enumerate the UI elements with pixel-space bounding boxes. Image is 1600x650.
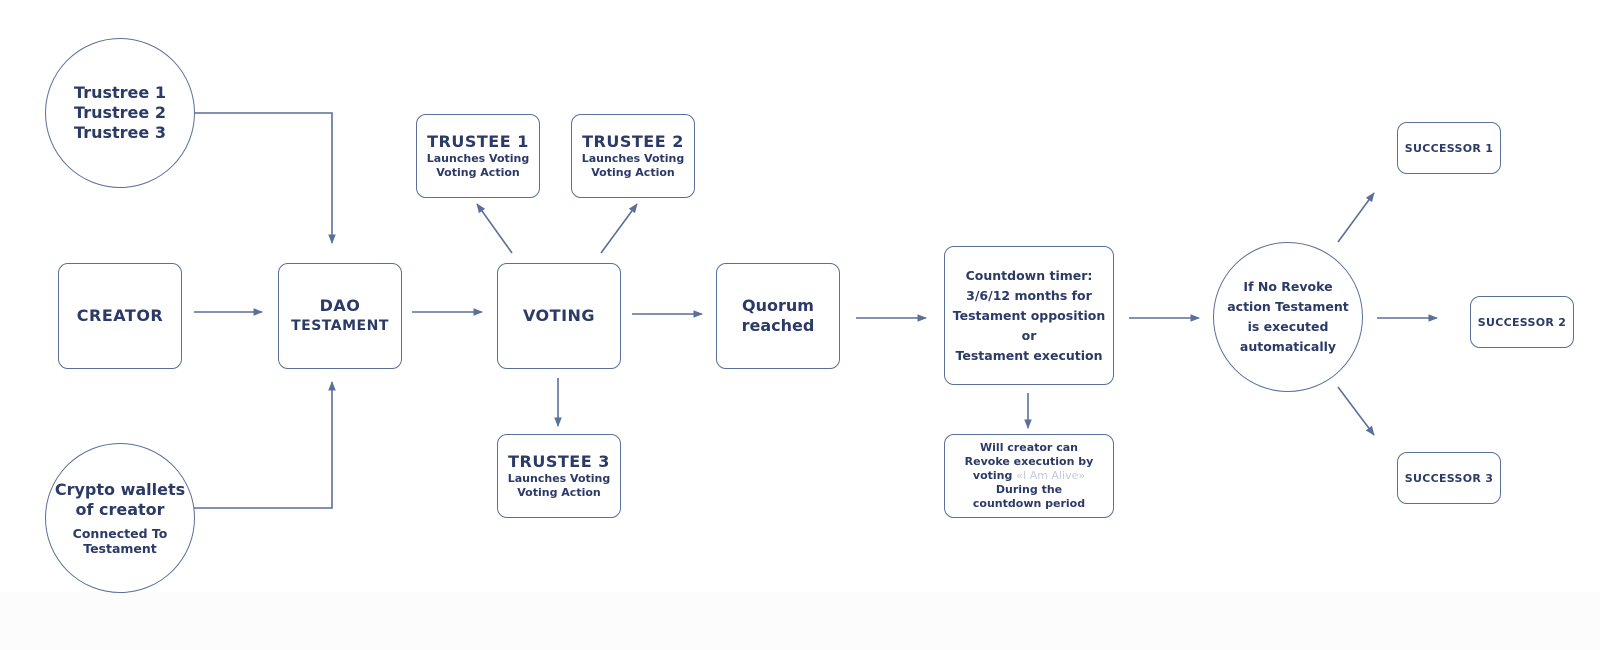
wallets-title-2: of creator	[75, 500, 165, 519]
voting-node[interactable]: VOTING	[497, 263, 621, 369]
trustee3-line-1: Launches Voting	[507, 472, 611, 485]
countdown-line-3: Testament opposition	[952, 307, 1106, 323]
edge-wallets-to-dao	[190, 381, 336, 509]
edge-trustees-to-dao	[190, 112, 336, 244]
revoke-node[interactable]: Will creator can Revoke execution by vot…	[944, 434, 1114, 518]
trustees-circle[interactable]: Trustree 1 Trustree 2 Trustree 3	[45, 38, 195, 188]
auto-line-2: action Testament	[1227, 299, 1349, 314]
bottom-band	[0, 592, 1600, 650]
edge-auto-to-successor1	[1337, 192, 1375, 243]
successor1-node[interactable]: SUCCESSOR 1	[1397, 122, 1501, 174]
dao-label: DAO	[319, 296, 361, 315]
auto-line-3: is executed	[1247, 319, 1329, 334]
successor3-node[interactable]: SUCCESSOR 3	[1397, 452, 1501, 504]
revoke-voting-word: voting	[972, 469, 1013, 482]
creator-label: CREATOR	[76, 306, 164, 325]
revoke-line-5: countdown period	[972, 497, 1086, 510]
countdown-line-2: 3/6/12 months for	[966, 287, 1092, 303]
trustee3-line-2: Voting Action	[517, 486, 601, 499]
quorum-line-2: reached	[741, 316, 815, 335]
trustee1-line-2: Voting Action	[436, 166, 520, 179]
crypto-wallets-circle[interactable]: Crypto wallets of creator Connected To T…	[45, 443, 195, 593]
trustee2-line-2: Voting Action	[591, 166, 675, 179]
dao-testament-node[interactable]: DAO TESTAMENT	[278, 263, 402, 369]
trustee1-title: TRUSTEE 1	[427, 132, 529, 151]
wallets-sub-1: Connected To	[72, 526, 168, 541]
testament-label: TESTAMENT	[291, 318, 389, 334]
trustee-line-1: Trustree 1	[74, 83, 166, 102]
successor2-node[interactable]: SUCCESSOR 2	[1470, 296, 1574, 348]
auto-line-1: If No Revoke	[1243, 279, 1333, 294]
auto-line-4: automatically	[1239, 339, 1337, 354]
trustee-line-2: Trustree 2	[74, 103, 166, 122]
voting-label: VOTING	[522, 306, 596, 325]
trustee3-node[interactable]: TRUSTEE 3 Launches Voting Voting Action	[497, 434, 621, 518]
quorum-node[interactable]: Quorum reached	[716, 263, 840, 369]
quorum-line-1: Quorum	[742, 296, 814, 315]
trustee3-title: TRUSTEE 3	[508, 452, 610, 471]
countdown-node[interactable]: Countdown timer: 3/6/12 months for Testa…	[944, 246, 1114, 385]
successor3-label: SUCCESSOR 3	[1404, 471, 1494, 485]
wallets-title-1: Crypto wallets	[54, 480, 186, 499]
countdown-line-5: Testament execution	[955, 347, 1103, 363]
successor2-label: SUCCESSOR 2	[1477, 315, 1567, 329]
auto-execute-circle[interactable]: If No Revoke action Testament is execute…	[1213, 242, 1363, 392]
i-am-alive-label: «I Am Alive»	[1016, 469, 1086, 482]
revoke-line-3: voting «I Am Alive»	[973, 469, 1085, 483]
revoke-line-1: Will creator can	[980, 441, 1078, 454]
edge-voting-to-trustee2	[600, 203, 638, 254]
creator-node[interactable]: CREATOR	[58, 263, 182, 369]
trustee1-line-1: Launches Voting	[426, 152, 530, 165]
successor1-label: SUCCESSOR 1	[1404, 141, 1494, 155]
trustee1-node[interactable]: TRUSTEE 1 Launches Voting Voting Action	[416, 114, 540, 198]
trustee2-line-1: Launches Voting	[581, 152, 685, 165]
trustee2-node[interactable]: TRUSTEE 2 Launches Voting Voting Action	[571, 114, 695, 198]
edge-auto-to-successor3	[1337, 386, 1375, 436]
revoke-line-4: During the	[995, 483, 1063, 496]
edge-voting-to-trustee1	[476, 203, 513, 254]
trustee2-title: TRUSTEE 2	[582, 132, 684, 151]
countdown-line-1: Countdown timer:	[965, 267, 1093, 283]
countdown-line-4: or	[1021, 327, 1037, 343]
trustee-line-3: Trustree 3	[74, 123, 166, 142]
wallets-sub-2: Testament	[83, 541, 157, 556]
revoke-line-2: Revoke execution by	[964, 455, 1094, 468]
